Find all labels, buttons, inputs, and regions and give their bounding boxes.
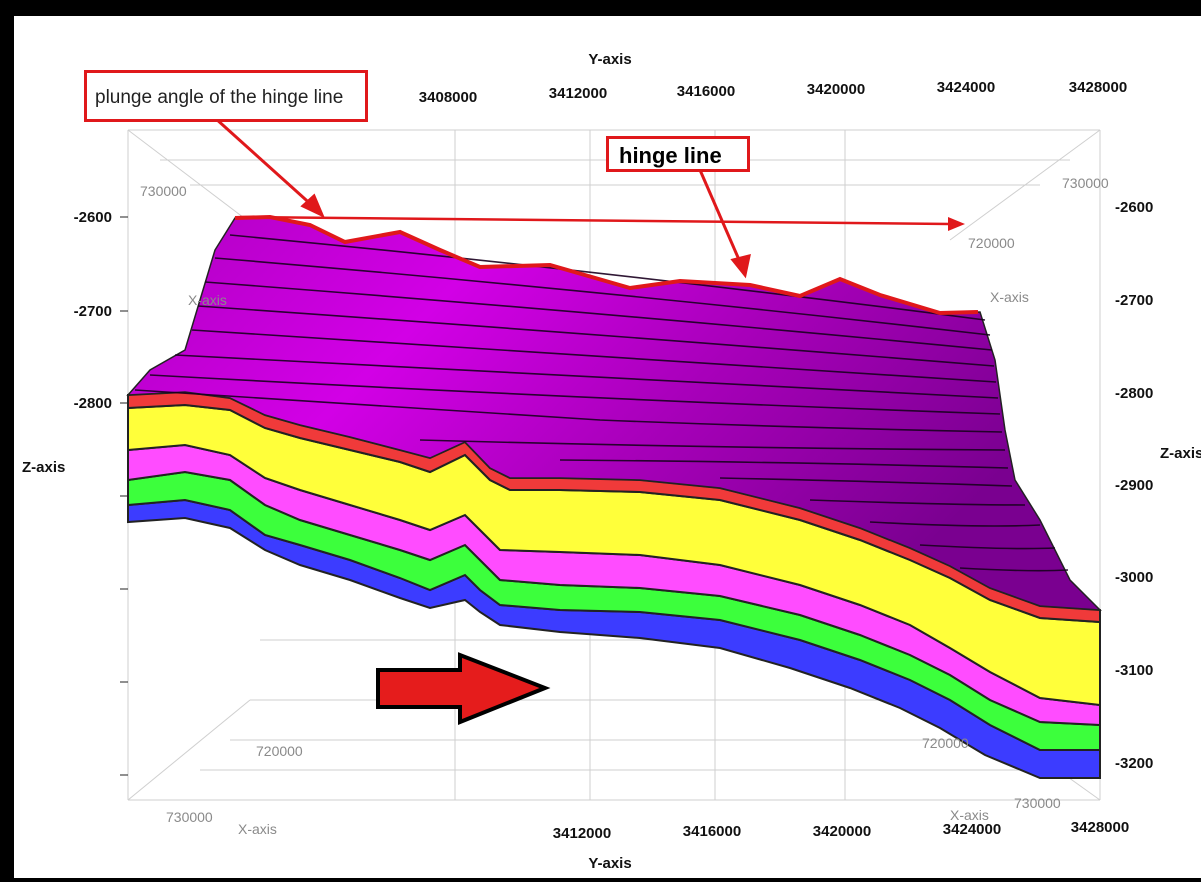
svg-text:3424000: 3424000 bbox=[943, 821, 1001, 838]
svg-text:-2900: -2900 bbox=[1115, 477, 1153, 494]
svg-text:720000: 720000 bbox=[922, 735, 969, 751]
svg-text:-2600: -2600 bbox=[74, 209, 112, 226]
x-axis-label: X-axis bbox=[188, 292, 227, 308]
x-ticks: 730000 720000 730000 720000 720000 73000… bbox=[140, 175, 1109, 825]
svg-text:730000: 730000 bbox=[166, 809, 213, 825]
svg-text:-2700: -2700 bbox=[1115, 292, 1153, 309]
callout-leaders bbox=[213, 116, 751, 279]
svg-text:-3100: -3100 bbox=[1115, 662, 1153, 679]
svg-text:3412000: 3412000 bbox=[549, 85, 607, 102]
y-ticks-top: 3408000 3412000 3416000 3420000 3424000 … bbox=[419, 79, 1127, 106]
svg-text:3412000: 3412000 bbox=[553, 825, 611, 842]
svg-text:3416000: 3416000 bbox=[677, 83, 735, 100]
svg-text:720000: 720000 bbox=[968, 235, 1015, 251]
svg-text:-2800: -2800 bbox=[1115, 385, 1153, 402]
axis-title-bottom: Y-axis bbox=[588, 855, 631, 872]
svg-text:-3000: -3000 bbox=[1115, 569, 1153, 586]
hinge-line-callout: hinge line bbox=[606, 136, 750, 172]
svg-text:3420000: 3420000 bbox=[807, 81, 865, 98]
svg-text:-2700: -2700 bbox=[74, 303, 112, 320]
svg-text:3424000: 3424000 bbox=[937, 79, 995, 96]
hinge-line bbox=[234, 214, 979, 316]
svg-text:730000: 730000 bbox=[1062, 175, 1109, 191]
y-ticks-bottom: 3412000 3416000 3420000 3424000 3428000 bbox=[553, 819, 1129, 842]
svg-text:3408000: 3408000 bbox=[419, 89, 477, 106]
svg-text:3420000: 3420000 bbox=[813, 823, 871, 840]
x-axis-label: X-axis bbox=[238, 821, 277, 837]
axis-title-top: Y-axis bbox=[588, 51, 631, 68]
svg-text:3416000: 3416000 bbox=[683, 823, 741, 840]
x-axis-label: X-axis bbox=[950, 807, 989, 823]
axis-title-z-right: Z-axis bbox=[1160, 445, 1201, 462]
svg-text:730000: 730000 bbox=[140, 183, 187, 199]
z-ticks-right: -2600 -2700 -2800 -2900 -3000 -3100 -320… bbox=[1115, 199, 1153, 772]
svg-text:730000: 730000 bbox=[1014, 795, 1061, 811]
hinge-line-label: hinge line bbox=[619, 143, 722, 168]
svg-text:3428000: 3428000 bbox=[1069, 79, 1127, 96]
svg-text:-2600: -2600 bbox=[1115, 199, 1153, 216]
plunge-angle-callout: plunge angle of the hinge line bbox=[84, 70, 368, 122]
surface-contours bbox=[134, 234, 1069, 572]
stratigraphic-layers bbox=[126, 216, 1102, 779]
plunge-reference-arrow bbox=[239, 215, 965, 231]
svg-text:-3200: -3200 bbox=[1115, 755, 1153, 772]
z-ticks-left: -2600 -2700 -2800 bbox=[74, 209, 128, 776]
svg-text:3428000: 3428000 bbox=[1071, 819, 1129, 836]
x-axis-label: X-axis bbox=[990, 289, 1029, 305]
axis-title-z: Z-axis bbox=[22, 459, 65, 476]
svg-text:-2800: -2800 bbox=[74, 395, 112, 412]
plunge-angle-label: plunge angle of the hinge line bbox=[95, 87, 344, 108]
direction-arrow-icon bbox=[376, 652, 551, 725]
svg-text:720000: 720000 bbox=[256, 743, 303, 759]
